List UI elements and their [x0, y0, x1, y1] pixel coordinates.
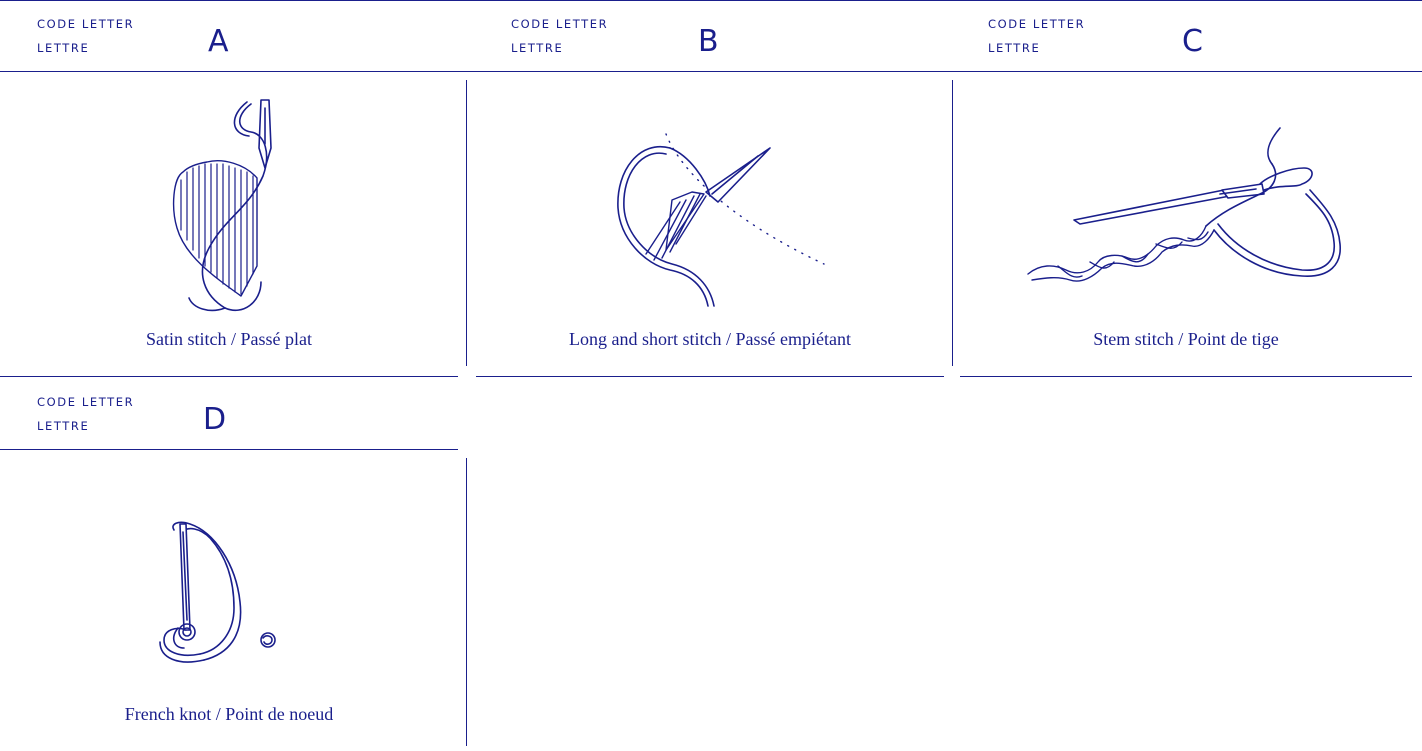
code-letter-value: A — [208, 27, 229, 57]
stem-stitch-icon — [1024, 124, 1344, 284]
code-letter-value: B — [698, 27, 719, 57]
card-b-caption: Long and short stitch / Passé empiétant — [476, 329, 944, 350]
code-letter-value: C — [1182, 27, 1203, 57]
top-divider — [0, 0, 1422, 1]
lettre-label: lettre — [988, 36, 1085, 60]
lettre-label: lettre — [37, 36, 134, 60]
row-1-bottom-divider-a — [0, 376, 458, 377]
column-divider-1 — [466, 80, 467, 366]
row-1-bottom-divider-c — [960, 376, 1412, 377]
code-letter-label: code letter — [511, 12, 608, 36]
long-and-short-stitch-icon — [610, 130, 830, 310]
card-c-caption: Stem stitch / Point de tige — [960, 329, 1412, 350]
card-a-caption: Satin stitch / Passé plat — [0, 329, 458, 350]
code-letter-label: code letter — [37, 12, 134, 36]
header-divider-row-2 — [0, 449, 458, 450]
card-d-caption: French knot / Point de noeud — [0, 704, 458, 725]
satin-stitch-icon — [165, 98, 275, 316]
lettre-label: lettre — [37, 414, 134, 438]
lettre-label: lettre — [511, 36, 608, 60]
column-divider-2 — [952, 80, 953, 366]
code-letter-label: code letter — [37, 390, 134, 414]
code-letter-label: code letter — [988, 12, 1085, 36]
row-1-bottom-divider-b — [476, 376, 944, 377]
column-divider-3 — [466, 458, 467, 746]
french-knot-icon — [160, 520, 290, 670]
code-letter-value: D — [203, 405, 226, 435]
header-divider-row-1 — [0, 71, 1422, 72]
